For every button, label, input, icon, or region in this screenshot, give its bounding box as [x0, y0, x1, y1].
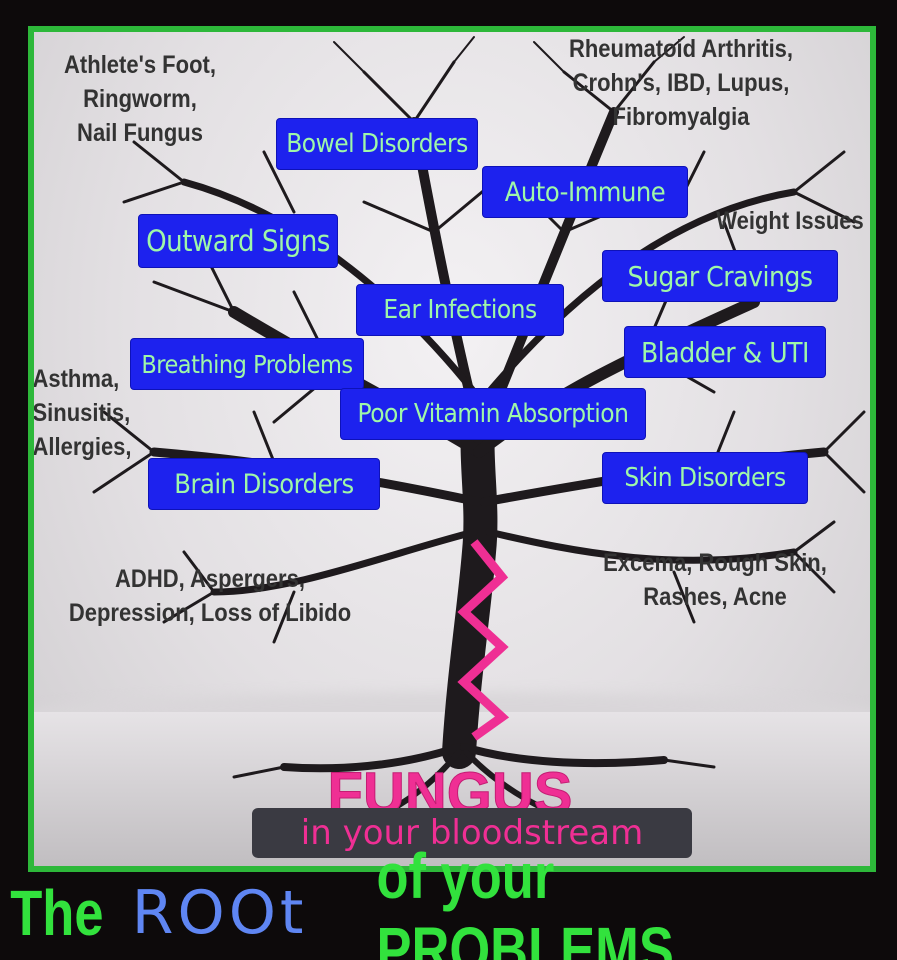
tagline-root: ROOt — [131, 878, 308, 948]
tree-branch — [210, 528, 478, 596]
label-bowel-disorders: Bowel Disorders — [276, 118, 478, 170]
note-asthma: Asthma, Sinusitis, Allergies, — [32, 365, 132, 461]
label-brain-disorders: Brain Disorders — [148, 458, 380, 510]
poster-frame: Bowel Disorders Auto-Immune Outward Sign… — [28, 26, 876, 872]
note-weight-issues: Weight Issues — [716, 207, 864, 235]
tree-twig — [712, 410, 866, 504]
zigzag-mark — [457, 539, 510, 741]
tree-root — [232, 758, 716, 844]
note-adhd: ADHD, Aspergers, Depression, Loss of Lib… — [68, 565, 352, 627]
note-athletes-foot: Athlete's Foot, Ringworm, Nail Fungus — [64, 51, 216, 147]
tree-twig — [672, 520, 836, 624]
label-poor-vitamin-absorption: Poor Vitamin Absorption — [340, 388, 646, 440]
bloodstream-banner: in your bloodstream — [252, 808, 692, 858]
label-skin-disorders: Skin Disorders — [602, 452, 808, 504]
label-breathing-problems: Breathing Problems — [130, 338, 364, 390]
tree-twig — [162, 550, 296, 644]
tree-twig — [362, 60, 496, 234]
tree-twig — [152, 230, 336, 424]
label-ear-infections: Ear Infections — [356, 284, 564, 336]
tagline-the: The — [10, 877, 104, 949]
tree-root — [280, 743, 463, 773]
label-outward-signs: Outward Signs — [138, 214, 338, 268]
label-bladder-uti: Bladder & UTI — [624, 326, 826, 378]
tree-twig — [512, 60, 656, 234]
tree-trunk — [442, 395, 498, 769]
tree-branch — [485, 528, 798, 564]
label-auto-immune: Auto-Immune — [482, 166, 688, 218]
tagline-of-your-problems: of your PROBLEMS — [376, 840, 675, 960]
tagline: The ROOt of your PROBLEMS — [0, 840, 897, 960]
tree-twig — [333, 36, 685, 73]
tree-twig — [92, 410, 276, 504]
tree-root — [460, 743, 668, 768]
note-rheumatoid: Rheumatoid Arthritis, Crohn's, IBD, Lupu… — [568, 35, 794, 131]
tree-twig — [122, 140, 296, 214]
tree-branch — [180, 178, 478, 396]
label-sugar-cravings: Sugar Cravings — [602, 250, 838, 302]
note-excema: Excema, Rough Skin, Rashes, Acne — [603, 549, 827, 611]
